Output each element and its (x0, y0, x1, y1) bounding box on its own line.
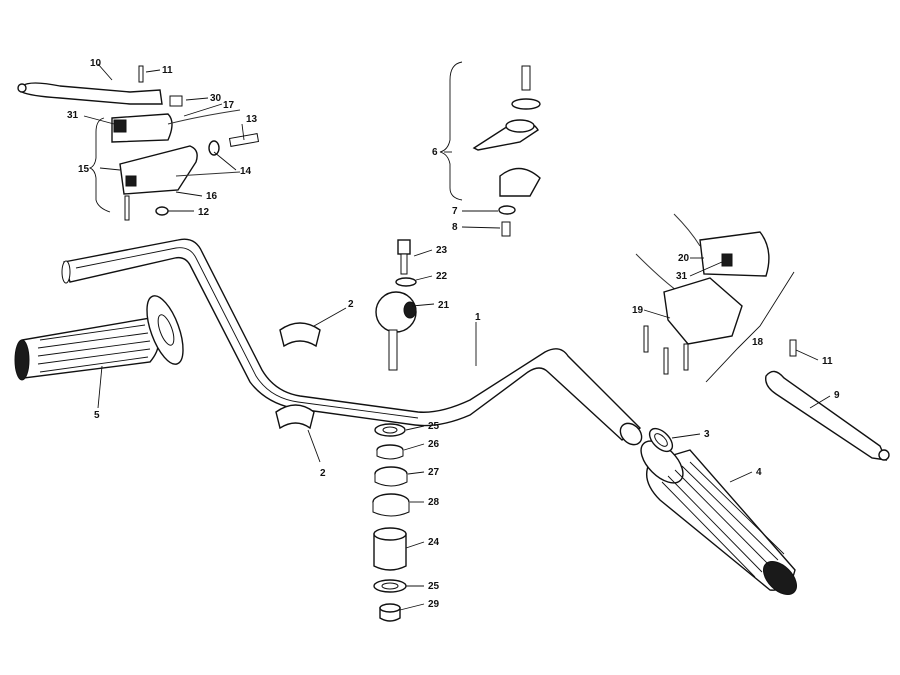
callout-31-right: 31 (676, 271, 688, 282)
callout-11-right: 11 (822, 356, 833, 367)
left-grip (14, 295, 184, 381)
brace-15 (88, 117, 111, 213)
callout-11-left: 11 (162, 65, 173, 76)
callout-1: 1 (475, 312, 481, 323)
grip-ring (648, 427, 674, 453)
callout-18: 18 (752, 337, 764, 348)
center-top-assembly (472, 65, 541, 237)
left-lever-assembly (17, 65, 260, 221)
callout-5: 5 (94, 410, 100, 421)
callout-3: 3 (704, 429, 710, 440)
clamp-half-lower (275, 404, 315, 430)
callout-31-left: 31 (67, 110, 79, 121)
callout-9: 9 (834, 390, 840, 401)
callout-8: 8 (452, 222, 458, 233)
callout-21: 21 (438, 300, 450, 311)
callout-22: 22 (436, 271, 448, 282)
right-grip (640, 440, 797, 595)
brace-6 (439, 61, 463, 201)
bearing-stack (372, 423, 410, 622)
right-switch-assembly (635, 213, 890, 461)
leader-lines (83, 63, 831, 611)
callout-6: 6 (432, 147, 438, 158)
callout-29: 29 (428, 599, 440, 610)
callout-17: 17 (223, 100, 235, 111)
callout-20: 20 (678, 253, 690, 264)
callout-23: 23 (436, 245, 448, 256)
callout-27: 27 (428, 467, 440, 478)
callout-labels: 10 11 30 17 31 13 14 15 16 12 6 7 8 23 2… (67, 58, 840, 610)
callout-19: 19 (632, 305, 644, 316)
callout-14: 14 (240, 166, 252, 177)
callout-4: 4 (756, 467, 762, 478)
callout-10: 10 (90, 58, 102, 69)
callout-15: 15 (78, 164, 90, 175)
callout-24: 24 (428, 537, 440, 548)
callout-26: 26 (428, 439, 440, 450)
handlebar-tube (61, 238, 643, 446)
callout-13: 13 (246, 114, 258, 125)
callout-28: 28 (428, 497, 440, 508)
callout-2-upper: 2 (348, 299, 354, 310)
callout-25-bottom: 25 (428, 581, 440, 592)
brace-18 (705, 271, 795, 383)
clamp-half-upper (279, 322, 321, 348)
callout-7: 7 (452, 206, 458, 217)
clamp-bolt-assembly (375, 239, 417, 371)
callout-25-top: 25 (428, 421, 440, 432)
callout-30: 30 (210, 93, 222, 104)
callout-12: 12 (198, 207, 210, 218)
callout-16: 16 (206, 191, 218, 202)
callout-2-lower: 2 (320, 468, 326, 479)
